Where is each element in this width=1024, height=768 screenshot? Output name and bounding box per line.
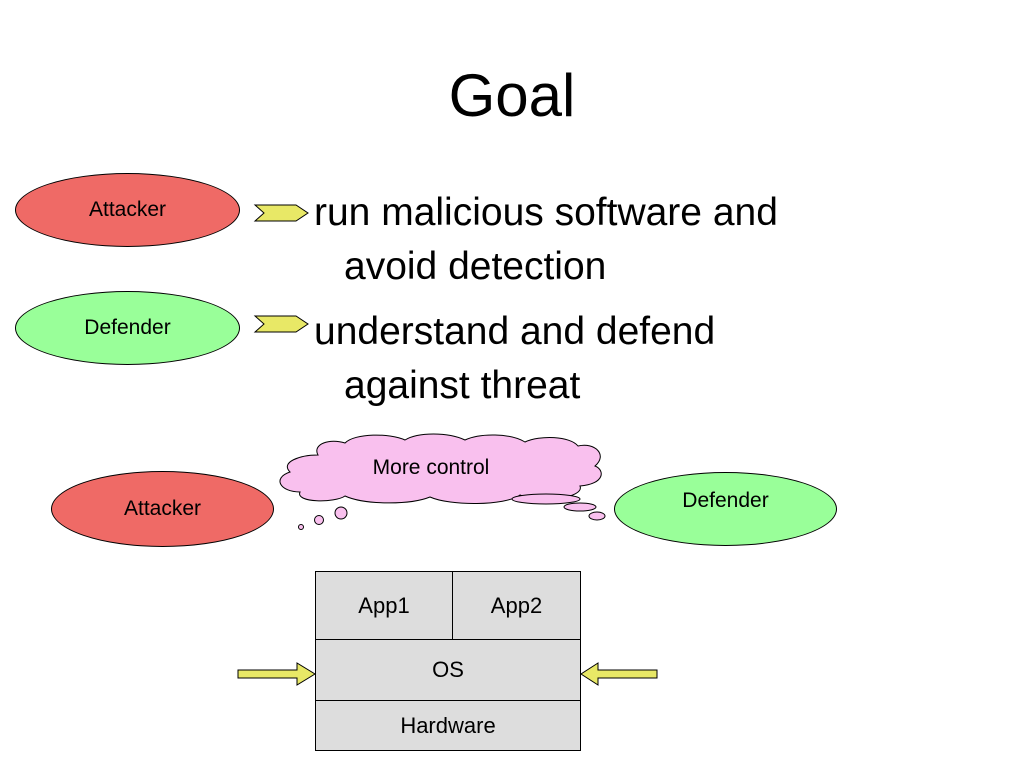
- os-label: OS: [432, 657, 464, 682]
- attacker-goal-text: run malicious software and avoid detecti…: [314, 186, 914, 294]
- defender-goal-line1: understand and defend: [314, 310, 716, 353]
- defender-ellipse: Defender: [15, 291, 240, 365]
- app2-box: App2: [452, 571, 581, 640]
- attacker-actor-ellipse: Attacker: [51, 471, 274, 547]
- left-arrow-icon: [237, 662, 316, 686]
- cloud-label: More control: [372, 456, 490, 479]
- attacker-goal-line2: avoid detection: [344, 245, 607, 288]
- attacker-ellipse: Attacker: [15, 173, 240, 247]
- app2-label: App2: [490, 592, 543, 618]
- defender-goal-line2: against threat: [344, 364, 581, 407]
- attacker-actor-label: Attacker: [123, 497, 202, 520]
- attacker-goal-line1: run malicious software and: [314, 191, 778, 234]
- defender-actor-ellipse: Defender: [614, 472, 837, 546]
- hardware-box: Hardware: [315, 700, 581, 751]
- bullet-arrow-icon: [253, 315, 309, 333]
- os-box: OS: [315, 639, 581, 701]
- right-arrow-icon: [580, 662, 658, 686]
- app1-label: App1: [358, 592, 410, 618]
- hardware-label: Hardware: [400, 712, 496, 738]
- defender-label: Defender: [84, 316, 171, 339]
- defender-actor-label: Defender: [682, 489, 769, 512]
- bullet-arrow-icon: [253, 204, 309, 222]
- app1-box: App1: [315, 571, 453, 640]
- attacker-label: Attacker: [88, 198, 167, 221]
- thought-cloud-icon: [279, 433, 606, 530]
- slide-title: Goal: [448, 62, 576, 129]
- defender-goal-text: understand and defend against threat: [314, 305, 914, 413]
